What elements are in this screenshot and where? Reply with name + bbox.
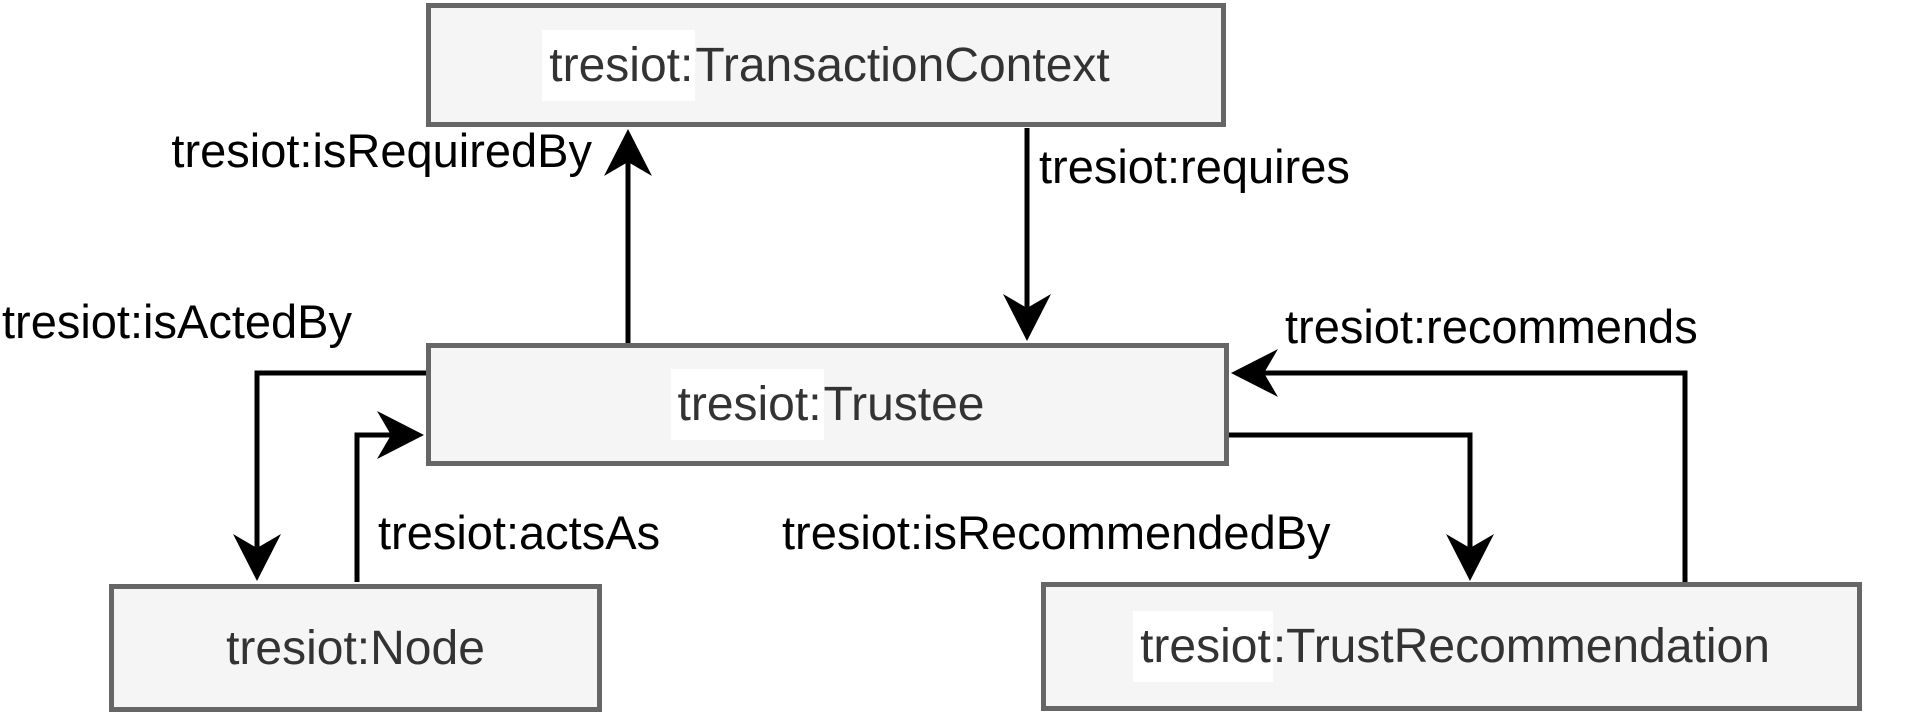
- edge-label-requires: tresiot:requires: [1039, 140, 1350, 193]
- node-trustee: tresiot:Trustee: [426, 343, 1229, 466]
- node-transaction-context: tresiot:TransactionContext: [426, 3, 1226, 127]
- edge-recommends-arrowhead-icon: [1231, 349, 1278, 397]
- node-transaction-context-local-name: TransactionContext: [695, 38, 1110, 92]
- node-trustee-local-name: Trustee: [823, 378, 985, 431]
- edge-label-is-required-by: tresiot:isRequiredBy: [171, 124, 592, 177]
- node-node-local-name: Node: [370, 621, 485, 675]
- node-trustee-label: tresiot:Trustee: [670, 369, 985, 440]
- node-node-prefix: tresiot:: [226, 621, 371, 675]
- edge-label-is-acted-by: tresiot:isActedBy: [2, 295, 353, 348]
- node-node-label: tresiot:Node: [226, 621, 485, 676]
- node-trust-recommendation-local-name: :TrustRecommendation: [1272, 620, 1770, 673]
- edge-is-recommended-by-arrowhead-icon: [1446, 534, 1494, 581]
- node-trust-recommendation-prefix: tresiot: [1133, 611, 1273, 682]
- edge-requires-arrowhead-icon: [1003, 294, 1051, 341]
- node-node: tresiot:Node: [109, 584, 602, 712]
- edge-acts-as-arrowhead-icon: [377, 411, 424, 459]
- edge-label-is-recommended-by: tresiot:isRecommendedBy: [782, 506, 1331, 559]
- edge-is-required-by-arrowhead-icon: [604, 129, 652, 176]
- node-transaction-context-label: tresiot:TransactionContext: [542, 29, 1110, 101]
- edge-is-acted-by-arrowhead-icon: [233, 534, 281, 581]
- node-transaction-context-prefix: tresiot:: [542, 29, 696, 101]
- node-trust-recommendation-label: tresiot:TrustRecommendation: [1133, 611, 1770, 682]
- node-trustee-prefix: tresiot:: [670, 369, 824, 440]
- edge-label-acts-as: tresiot:actsAs: [378, 506, 661, 559]
- node-trust-recommendation: tresiot:TrustRecommendation: [1041, 582, 1862, 711]
- edge-label-recommends: tresiot:recommends: [1285, 300, 1698, 353]
